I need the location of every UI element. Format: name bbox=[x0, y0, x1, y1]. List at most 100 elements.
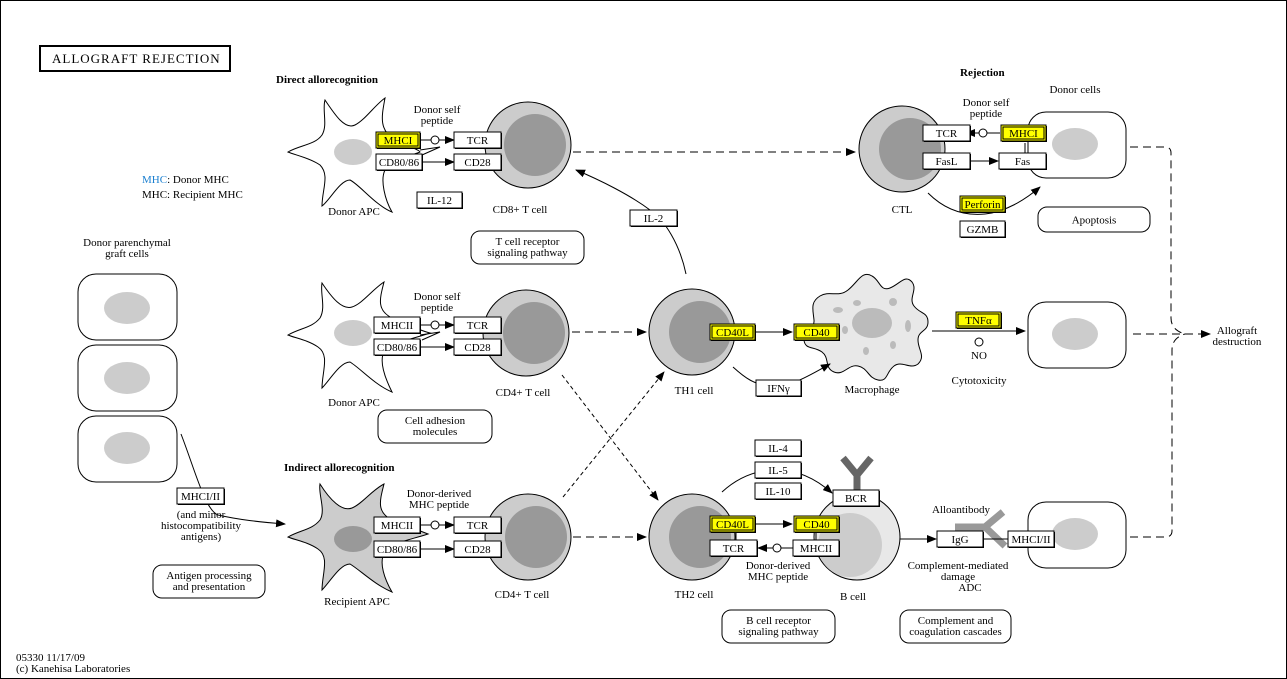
donor-derived-peptide-2b: MHC peptide bbox=[748, 571, 808, 583]
allograft-destruction-2: destruction bbox=[1213, 336, 1262, 348]
gene-label: CD80/86 bbox=[377, 544, 418, 556]
gene-label: MHCI/II bbox=[181, 491, 220, 503]
gene-label: GZMB bbox=[967, 224, 999, 236]
gene-box-tcr-th2[interactable]: TCR bbox=[709, 539, 758, 557]
minor-antigens-1: (and minor bbox=[177, 509, 226, 521]
pathway-label: B cell receptor bbox=[746, 615, 811, 627]
gene-label: MHCI bbox=[1009, 128, 1038, 140]
gene-box-tcr-a[interactable]: TCR bbox=[453, 131, 502, 149]
gene-box-il5[interactable]: IL-5 bbox=[754, 461, 802, 479]
gene-label: BCR bbox=[845, 493, 868, 505]
pathway-label: Apoptosis bbox=[1072, 215, 1117, 227]
donor-self-peptide-1a: Donor self bbox=[414, 104, 461, 116]
pathway-label: molecules bbox=[413, 426, 458, 438]
gene-box-tcr-b[interactable]: TCR bbox=[453, 316, 502, 334]
complement-damage-2: damage bbox=[941, 571, 975, 583]
donor-cell-top bbox=[1027, 111, 1127, 179]
pathway-link-apoptosis[interactable]: Apoptosis bbox=[1037, 206, 1151, 233]
gene-label: CD80/86 bbox=[377, 342, 418, 354]
donor-apc-cell-2 bbox=[286, 280, 432, 393]
gene-box-cd28-c[interactable]: CD28 bbox=[453, 540, 502, 558]
gene-box-tcr-ctl[interactable]: TCR bbox=[922, 124, 971, 142]
gene-box-cd8086-a[interactable]: CD80/86 bbox=[375, 153, 423, 171]
allograft-destruction-1: Allograft bbox=[1217, 325, 1257, 337]
gene-box-il12[interactable]: IL-12 bbox=[416, 191, 463, 209]
donor-self-peptide-3a: Donor self bbox=[963, 97, 1010, 109]
gene-box-cd28-b[interactable]: CD28 bbox=[453, 338, 502, 356]
gene-label: IL-5 bbox=[768, 465, 788, 477]
gene-box-tnfa[interactable]: TNFα bbox=[955, 311, 1002, 329]
donor-cells-label: Donor cells bbox=[1049, 84, 1100, 96]
donor-apc-label-2: Donor APC bbox=[328, 397, 380, 409]
pathway-label: signaling pathway bbox=[487, 247, 568, 259]
gene-box-il10[interactable]: IL-10 bbox=[754, 482, 802, 500]
no-label: NO bbox=[971, 350, 987, 362]
alloantibody-icon bbox=[955, 509, 1008, 549]
recipient-apc-cell bbox=[286, 482, 430, 594]
gene-label: IgG bbox=[951, 534, 968, 546]
gene-box-il4[interactable]: IL-4 bbox=[754, 439, 802, 457]
donor-apc-cell bbox=[286, 96, 421, 214]
gene-box-gzmb[interactable]: GZMB bbox=[959, 220, 1006, 238]
gene-label: TNFα bbox=[965, 315, 992, 327]
gene-box-cd28-a[interactable]: CD28 bbox=[453, 153, 502, 171]
gene-box-mhci-ii-graft[interactable]: MHCI/II bbox=[176, 487, 225, 505]
gene-box-cd40-b[interactable]: CD40 bbox=[793, 515, 840, 533]
complement-damage-3: ADC bbox=[958, 582, 981, 594]
svg-text:MHC: Donor MHC: MHC: Donor MHC bbox=[142, 174, 229, 186]
macrophage-label: Macrophage bbox=[845, 384, 900, 396]
title-box[interactable]: ALLOGRAFT REJECTION bbox=[39, 45, 231, 72]
gene-box-cd8086-b[interactable]: CD80/86 bbox=[373, 338, 421, 356]
page-title: ALLOGRAFT REJECTION bbox=[52, 51, 221, 66]
gene-box-mhci-direct[interactable]: MHCI bbox=[375, 131, 421, 149]
gene-label: Fas bbox=[1015, 156, 1030, 168]
ctl-cell bbox=[858, 105, 946, 193]
gene-box-mhcii-b[interactable]: MHCII bbox=[373, 316, 421, 334]
pathway-label: coagulation cascades bbox=[909, 626, 1002, 638]
gene-box-mhcii-c[interactable]: MHCII bbox=[373, 516, 421, 534]
section-indirect-allorecognition: Indirect allorecognition bbox=[284, 462, 395, 474]
gene-box-perforin[interactable]: Perforin bbox=[959, 195, 1006, 213]
gene-label: MHCII bbox=[800, 543, 833, 555]
gene-box-mhcii-b-cell[interactable]: MHCII bbox=[792, 539, 840, 557]
donor-self-peptide-2b: peptide bbox=[421, 302, 453, 314]
graft-cell bbox=[77, 415, 178, 483]
cd4-t-cell-1 bbox=[482, 289, 570, 377]
th2-cell bbox=[648, 493, 736, 581]
footer-id-date: 05330 11/17/09 bbox=[16, 652, 85, 664]
gene-label: CD28 bbox=[464, 157, 491, 169]
donor-cell-mid bbox=[1027, 301, 1127, 369]
gene-box-bcr[interactable]: BCR bbox=[832, 489, 880, 507]
gene-label: CD80/86 bbox=[379, 157, 420, 169]
gene-box-cd8086-c[interactable]: CD80/86 bbox=[373, 540, 421, 558]
gene-label: MHCI bbox=[384, 135, 413, 147]
donor-self-peptide-3b: peptide bbox=[970, 108, 1002, 120]
pathway-label: T cell receptor bbox=[496, 236, 560, 248]
gene-box-cd40-mac[interactable]: CD40 bbox=[793, 323, 840, 341]
gene-label: TCR bbox=[467, 520, 489, 532]
gene-box-il2[interactable]: IL-2 bbox=[629, 209, 678, 227]
gene-box-cd40l-th2[interactable]: CD40L bbox=[709, 515, 756, 533]
gene-box-fas[interactable]: Fas bbox=[998, 152, 1047, 170]
gene-box-mhci-ii-donor[interactable]: MHCI/II bbox=[1007, 530, 1055, 548]
gene-label: IL-2 bbox=[644, 213, 664, 225]
gene-box-fasl[interactable]: FasL bbox=[922, 152, 971, 170]
pathway-label: Antigen processing bbox=[166, 570, 252, 582]
cd4-t-cell-label-2: CD4+ T cell bbox=[495, 589, 550, 601]
gene-box-tcr-c[interactable]: TCR bbox=[453, 516, 502, 534]
macrophage-cell bbox=[803, 274, 929, 381]
gene-box-igg[interactable]: IgG bbox=[936, 530, 984, 548]
section-direct-allorecognition: Direct allorecognition bbox=[276, 74, 378, 86]
donor-cell-bot bbox=[1027, 501, 1127, 569]
legend-recipient: MHC: Recipient MHC bbox=[142, 189, 243, 201]
gene-label: TCR bbox=[467, 320, 489, 332]
gene-box-ifng[interactable]: IFNγ bbox=[755, 379, 802, 397]
gene-box-mhci-donor[interactable]: MHCI bbox=[1000, 124, 1047, 142]
gene-box-cd40l-th1[interactable]: CD40L bbox=[709, 323, 756, 341]
recipient-apc-label: Recipient APC bbox=[324, 596, 390, 608]
